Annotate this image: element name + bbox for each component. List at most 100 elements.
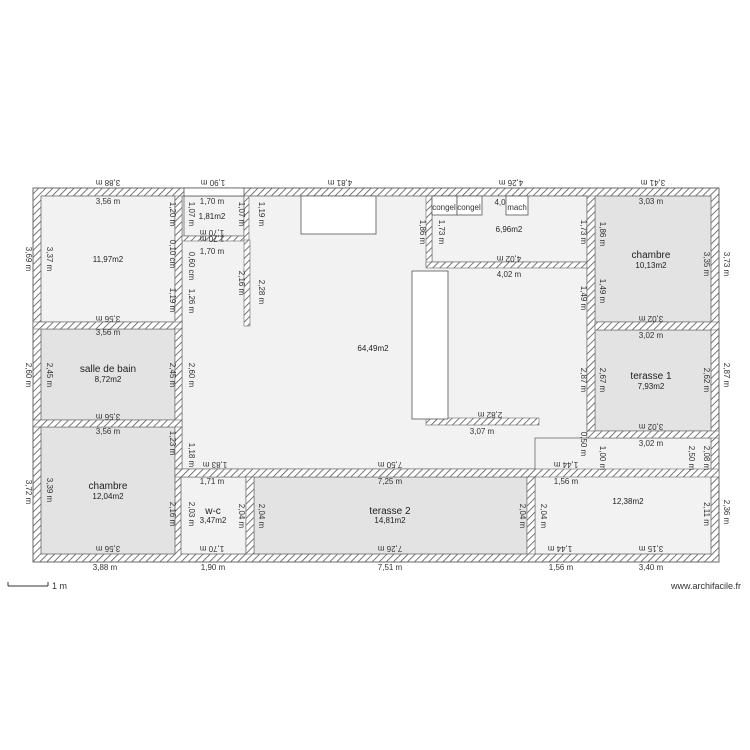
room-area: 8,72m2 bbox=[95, 375, 122, 384]
dimension-label: 2,87 m bbox=[722, 363, 731, 388]
dimension-label: 1,83 m bbox=[202, 460, 227, 469]
dimension-label: 0,10 cm bbox=[168, 240, 177, 269]
room-area: 14,81m2 bbox=[374, 516, 406, 525]
dimension-label: 2,04 m bbox=[518, 504, 527, 529]
dimension-label: 4,26 m bbox=[498, 178, 523, 187]
counter-top bbox=[300, 195, 377, 235]
dimension-label: 1,86 m bbox=[598, 222, 607, 247]
dimension-label: 2,60 m bbox=[187, 363, 196, 388]
dimension-label: 7,25 m bbox=[378, 477, 403, 486]
dimension-label: 0,60 cm bbox=[187, 252, 196, 281]
dimension-label: 2,60 m bbox=[24, 363, 33, 388]
dimension-label: 2,04 m bbox=[237, 504, 246, 529]
dimension-label: 7,51 m bbox=[378, 563, 403, 572]
outer-dimensions-left: 3,69 m 2,60 m 3,72 m bbox=[24, 247, 33, 505]
dimension-label: 2,16 m bbox=[237, 271, 246, 296]
chambre-left-floor[interactable] bbox=[40, 426, 176, 555]
fixture-label: congel bbox=[432, 203, 456, 212]
dimension-label: 3,02 m bbox=[639, 331, 664, 340]
outer-dimensions-bottom: 3,88 m 1,90 m 7,51 m 1,56 m 3,40 m bbox=[93, 563, 664, 572]
dimension-label: 3,56 m bbox=[96, 427, 121, 436]
room-name: chambre bbox=[89, 481, 128, 492]
dimension-label: 2,45 m bbox=[168, 363, 177, 388]
dimension-label: 3,02 m bbox=[638, 422, 663, 431]
dimension-label: 3,35 m bbox=[702, 252, 711, 277]
room-bottomright-floor[interactable] bbox=[534, 437, 712, 555]
chambre-right-floor[interactable] bbox=[594, 195, 712, 323]
scale-bar: 1 m bbox=[7, 581, 67, 591]
dimension-label: 3,40 m bbox=[639, 563, 664, 572]
room-area: 1,81m2 bbox=[199, 212, 226, 221]
fixtures bbox=[183, 187, 529, 420]
dimension-label: 3,15 m bbox=[638, 544, 663, 553]
dimension-label: 2,36 m bbox=[722, 500, 731, 525]
dimension-label: 1,19 m bbox=[168, 288, 177, 313]
dimension-label: 2,04 m bbox=[257, 504, 266, 529]
dimension-label: 1,07 m bbox=[237, 202, 246, 227]
dimension-label: 1,26 m bbox=[187, 289, 196, 314]
dimension-label: 1,23 m bbox=[168, 431, 177, 456]
credit-text: www.archifacile.fr bbox=[670, 581, 741, 591]
dimension-label: 1,20 m bbox=[168, 202, 177, 227]
freezer-2 bbox=[456, 195, 483, 216]
room-closet-floor[interactable] bbox=[183, 195, 245, 237]
dimension-label: 1,73 m bbox=[437, 220, 446, 245]
dimension-label: 1,73 m bbox=[579, 220, 588, 245]
wc-floor[interactable] bbox=[180, 476, 247, 555]
dimension-label: 3,56 m bbox=[95, 544, 120, 553]
dimension-label: 3,56 m bbox=[95, 412, 120, 421]
dimension-label: 2,87 m bbox=[579, 368, 588, 393]
fixture-label: congel bbox=[457, 203, 481, 212]
fixture-labels: congel congel mach 4,0 bbox=[432, 198, 527, 212]
dimension-label: 7,50 m bbox=[377, 460, 402, 469]
dimension-label: 1,49 m bbox=[598, 279, 607, 304]
dimension-label: 3,07 m bbox=[470, 427, 495, 436]
dimension-label: 3,88 m bbox=[95, 178, 120, 187]
dimension-label: 1,70 m bbox=[199, 234, 224, 243]
dimension-label: 2,62 m bbox=[702, 368, 711, 393]
room-floors bbox=[40, 195, 712, 555]
dimension-label: 3,69 m bbox=[24, 247, 33, 272]
room-area: 12,04m2 bbox=[92, 492, 124, 501]
dimension-label: 3,73 m bbox=[722, 252, 731, 277]
dimension-label: 1,70 m bbox=[199, 228, 224, 237]
dimension-label: 3,02 m bbox=[639, 439, 664, 448]
dimension-label: 3,56 m bbox=[96, 328, 121, 337]
dimension-label: 2,67 m bbox=[598, 368, 607, 393]
dimension-label: 2,28 m bbox=[257, 280, 266, 305]
dimension-label: 2,82 m bbox=[477, 410, 502, 419]
room-name: salle de bain bbox=[80, 364, 136, 375]
room-labels: 11,97m2 1,81m2 salle de bain 8,72m2 cham… bbox=[80, 212, 672, 525]
dimension-label: 1,70 m bbox=[200, 247, 225, 256]
dimension-label: 4,02 m bbox=[497, 270, 522, 279]
dimension-label: 1,19 m bbox=[257, 202, 266, 227]
dimension-label: 3,88 m bbox=[93, 563, 118, 572]
dimension-label: 3,39 m bbox=[45, 478, 54, 503]
room-name: w-c bbox=[204, 506, 221, 517]
dimension-label: 1,56 m bbox=[549, 563, 574, 572]
room-topleft-floor[interactable] bbox=[40, 195, 176, 323]
dimension-label: 1,70 m bbox=[200, 197, 225, 206]
dimension-label: 2,03 m bbox=[187, 502, 196, 527]
room-name: chambre bbox=[632, 250, 671, 261]
dimension-label: 1,49 m bbox=[579, 286, 588, 311]
room-area: 64,49m2 bbox=[357, 344, 389, 353]
dimension-label: 7,26 m bbox=[377, 544, 402, 553]
room-area: 12,38m2 bbox=[612, 497, 644, 506]
dimension-label: 1,44 m bbox=[553, 460, 578, 469]
dimension-label: 2,11 m bbox=[702, 502, 711, 526]
dimension-label: 3,56 m bbox=[96, 197, 121, 206]
dimension-label: 3,37 m bbox=[45, 247, 54, 272]
dimension-label: 1,00 m bbox=[598, 446, 607, 471]
dimension-label: 3,72 m bbox=[24, 480, 33, 505]
interior-walls bbox=[32, 195, 720, 555]
dimension-label: 1,07 m bbox=[187, 202, 196, 227]
outer-dimensions-right: 3,73 m 2,87 m 2,36 m bbox=[722, 252, 731, 525]
dimension-label: 1,56 m bbox=[554, 477, 579, 486]
dimension-label: 4,02 m bbox=[496, 254, 521, 263]
dimension-label: 3,02 m bbox=[638, 314, 663, 323]
fixture-label: 4,0 bbox=[494, 198, 506, 207]
room-name: terasse 1 bbox=[630, 371, 672, 382]
dimension-label: 2,50 m bbox=[687, 446, 696, 471]
dimension-label: 2,16 m bbox=[168, 502, 177, 527]
